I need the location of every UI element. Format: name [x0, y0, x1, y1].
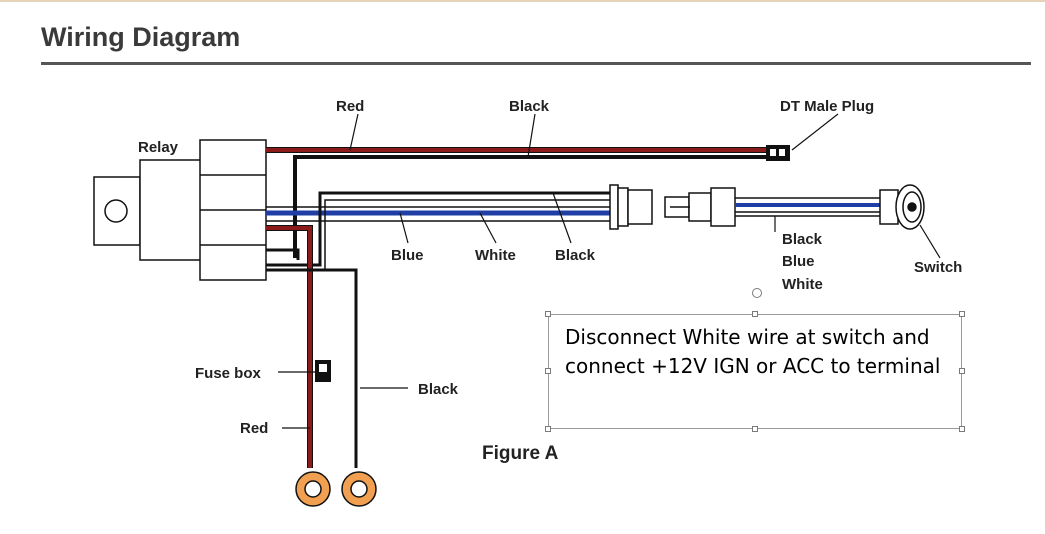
black-wire-top [293, 155, 766, 258]
label-dt-male-plug: DT Male Plug [780, 98, 874, 115]
label-blue: Blue [391, 247, 424, 264]
ring-terminals [295, 471, 377, 507]
relay [93, 139, 267, 281]
label-harness-blue: Blue [782, 253, 815, 270]
switch-component [879, 184, 925, 230]
label-black-top: Black [509, 98, 550, 115]
fuse-box [315, 360, 331, 382]
right-harness [735, 197, 880, 217]
middle-harness [266, 191, 610, 271]
title-rule [41, 62, 1031, 65]
resize-handle-top-right[interactable] [959, 311, 965, 317]
label-black-mid: Black [555, 247, 596, 264]
top-border [0, 0, 1045, 2]
mid-connector-female [609, 184, 653, 230]
leader-lines [278, 113, 941, 429]
resize-handle-bottom-left[interactable] [545, 426, 551, 432]
annotation-text-box[interactable]: Disconnect White wire at switch and conn… [548, 314, 962, 429]
resize-handle-right[interactable] [959, 368, 965, 374]
figure-caption: Figure A [482, 443, 559, 464]
label-switch: Switch [914, 259, 962, 276]
label-red-top: Red [336, 98, 364, 115]
black-wire-bottom [266, 248, 358, 468]
label-white: White [475, 247, 516, 264]
label-fuse-box: Fuse box [195, 365, 262, 382]
resize-handle-top-left[interactable] [545, 311, 551, 317]
mid-connector-male [664, 187, 736, 227]
dt-male-plug [766, 145, 790, 161]
red-wire-bottom [266, 225, 313, 468]
label-red-bottom: Red [240, 420, 268, 437]
label-harness-black: Black [782, 231, 823, 248]
relay-mount-hole [104, 199, 128, 223]
resize-handle-top[interactable] [752, 311, 758, 317]
page-title: Wiring Diagram [41, 22, 241, 52]
label-harness-white: White [782, 276, 823, 293]
resize-handle-bottom[interactable] [752, 426, 758, 432]
relay-housing [139, 159, 203, 261]
rotate-handle[interactable] [752, 288, 762, 298]
resize-handle-left[interactable] [545, 368, 551, 374]
label-relay: Relay [138, 139, 179, 156]
resize-handle-bottom-right[interactable] [959, 426, 965, 432]
label-black-bottom: Black [418, 381, 459, 398]
